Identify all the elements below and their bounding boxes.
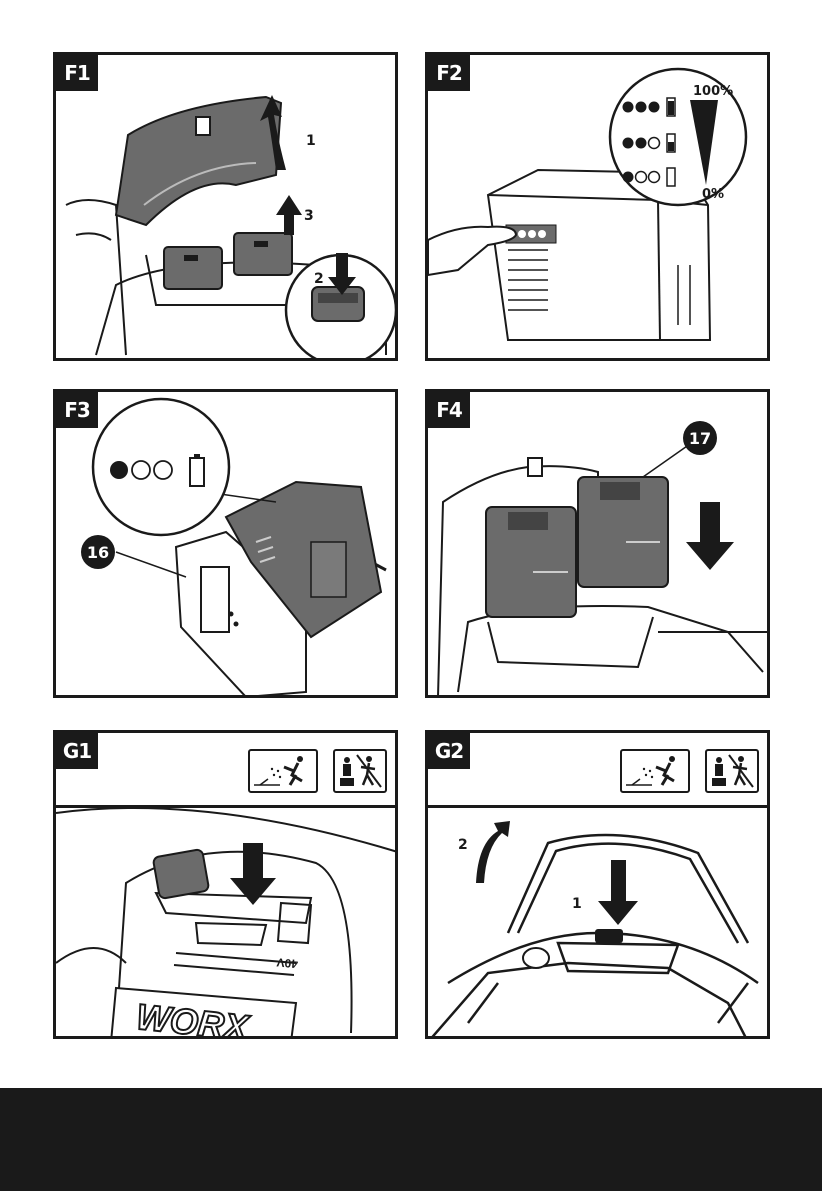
callout-1: 1 [306,133,316,149]
battery-pack [234,233,292,275]
figure-f3: F3 16 [53,389,398,698]
figure-g2: G2 [425,730,770,1039]
voltage-label: 40V [276,955,298,971]
figure-f4: F4 17 [425,389,770,698]
brand-logo: WORX [111,988,296,1039]
arrow-up-icon [276,195,302,235]
figure-label: G1 [56,733,98,769]
battery-empty-icon [190,458,204,486]
mower-battery-bay-illustration: 1 2 3 [56,55,398,361]
figure-g1: G1 [53,730,398,1039]
charge-level-low [623,172,660,183]
figure-f1: F1 1 2 3 [53,52,398,361]
insert-batteries-illustration: 17 [428,392,770,698]
charge-level-full [623,102,660,113]
battery-in-charger-illustration: 16 [56,392,398,698]
arrow-down-icon [686,502,734,570]
start-mower-illustration: 1 2 [428,733,770,1039]
safety-key [153,849,210,899]
callout-2: 2 [458,837,468,853]
safety-key-insert-illustration: 40V WORX [56,733,398,1039]
figure-label: G2 [428,733,470,769]
power-button [595,929,623,943]
page-footer-bar [0,1088,822,1191]
figure-f2: F2 [425,52,770,361]
level-full-label: 100% [693,84,733,99]
part-number-17: 17 [689,429,711,448]
level-empty-label: 0% [702,187,724,202]
charge-level-medium [623,138,660,149]
figure-label: F1 [56,55,98,91]
part-number-16: 16 [87,543,109,562]
figure-label: F4 [428,392,470,428]
arrow-down-icon [598,860,638,925]
figure-label: F2 [428,55,470,91]
battery-charge-indicator-illustration: 100% 0% [428,55,770,361]
callout-1: 1 [572,896,582,912]
curved-arrow-up-icon [476,821,510,883]
callout-3: 3 [304,208,314,224]
safety-key-slot [523,948,549,968]
battery-pack [164,247,222,289]
callout-2: 2 [314,271,324,287]
figure-label: F3 [56,392,98,428]
